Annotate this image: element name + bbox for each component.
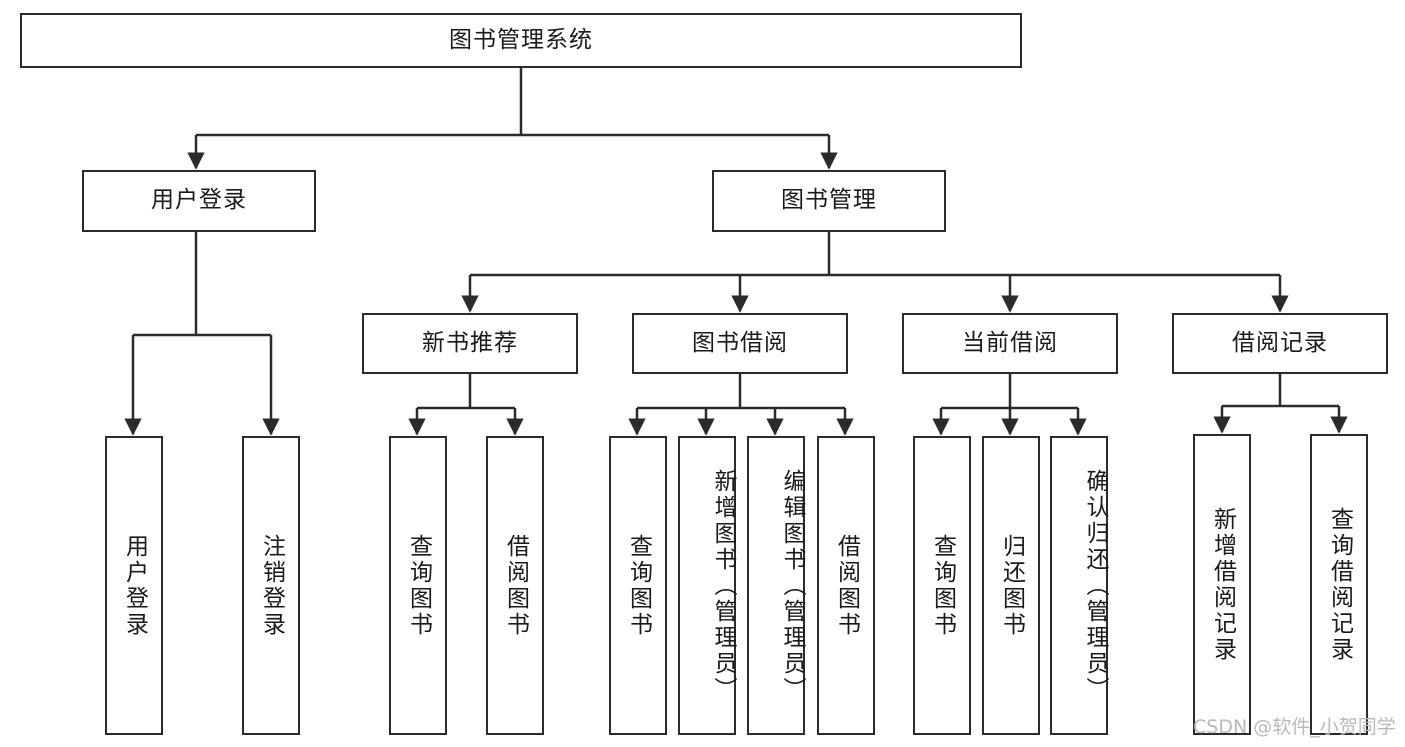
node-new-book-rec[interactable]: 新书推荐 [362,313,578,374]
node-leaf-borrow-book-1[interactable]: 借阅图书 [486,436,544,735]
node-root[interactable]: 图书管理系统 [20,13,1022,68]
node-leaf-query-book-3[interactable]: 查询图书 [913,436,971,735]
node-leaf-return-book[interactable]: 归还图书 [982,436,1040,735]
node-user-login[interactable]: 用户登录 [82,170,316,232]
node-leaf-user-login[interactable]: 用户登录 [105,436,163,735]
node-leaf-confirm-return[interactable]: 确认归还（管理员） [1050,436,1108,735]
node-leaf-query-record[interactable]: 查询借阅记录 [1310,434,1368,735]
node-leaf-add-book[interactable]: 新增图书（管理员） [678,436,736,735]
node-leaf-query-book-2[interactable]: 查询图书 [609,436,667,735]
node-leaf-logout[interactable]: 注销登录 [242,436,300,735]
node-leaf-add-record[interactable]: 新增借阅记录 [1193,434,1251,735]
node-current-borrow[interactable]: 当前借阅 [902,313,1118,374]
node-book-manage[interactable]: 图书管理 [712,170,946,232]
node-borrow-record[interactable]: 借阅记录 [1172,313,1388,374]
node-leaf-query-book-1[interactable]: 查询图书 [389,436,447,735]
node-leaf-borrow-book-2[interactable]: 借阅图书 [817,436,875,735]
node-book-borrow[interactable]: 图书借阅 [632,313,848,374]
csdn-watermark: CSDN @软件_小贺同学 [1193,716,1396,738]
node-leaf-edit-book[interactable]: 编辑图书（管理员） [747,436,805,735]
